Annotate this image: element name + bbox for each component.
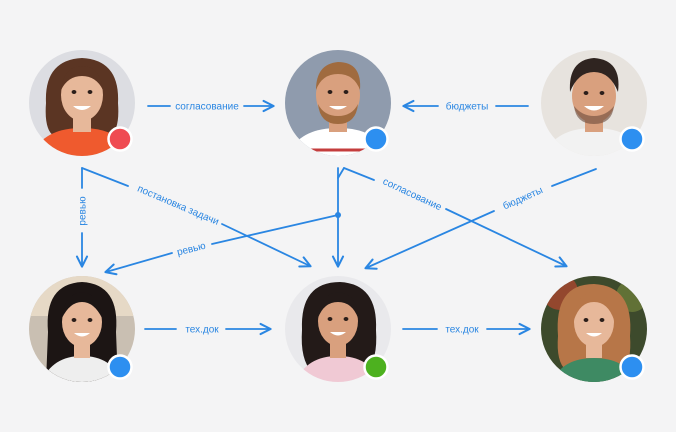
avatar-person-1[interactable] xyxy=(29,50,135,160)
status-dot-blue xyxy=(619,354,645,380)
avatar-person-4[interactable] xyxy=(29,276,135,386)
status-dot-red xyxy=(107,126,133,152)
status-dot-blue xyxy=(363,126,389,152)
edge-p4-p5: тех.док xyxy=(144,322,272,336)
edge-label-p1-p2: согласование xyxy=(175,102,239,113)
edge-p3-p2: бюджеты xyxy=(402,99,529,113)
edge-label-p1-p4: ревью xyxy=(78,196,89,226)
edge-label-split-p4: ревью xyxy=(176,241,207,259)
edge-p2-p6: согласование xyxy=(337,167,568,268)
status-dot-green xyxy=(363,354,389,380)
avatar-person-6[interactable] xyxy=(541,274,648,386)
edge-label-p5-p6: тех.док xyxy=(445,325,479,336)
avatar-person-3[interactable] xyxy=(541,50,647,160)
status-dot-blue xyxy=(619,126,645,152)
avatar-person-2[interactable] xyxy=(285,50,391,160)
edge-p2-split: ревью xyxy=(104,167,345,276)
status-dot-blue xyxy=(107,354,133,380)
edge-label-p3-p5: бюджеты xyxy=(501,184,545,212)
edge-label-p2-p6: согласование xyxy=(381,176,444,213)
edge-label-p3-p2: бюджеты xyxy=(446,101,489,113)
edge-label-p4-p5: тех.док xyxy=(185,325,219,336)
edge-label-p1-p5: постановка задачи xyxy=(136,184,221,228)
edge-p1-p4: ревью xyxy=(75,167,89,268)
avatar-person-5[interactable] xyxy=(285,276,391,386)
edge-p1-p2: согласование xyxy=(147,99,275,113)
edge-p5-p6: тех.док xyxy=(402,322,531,336)
